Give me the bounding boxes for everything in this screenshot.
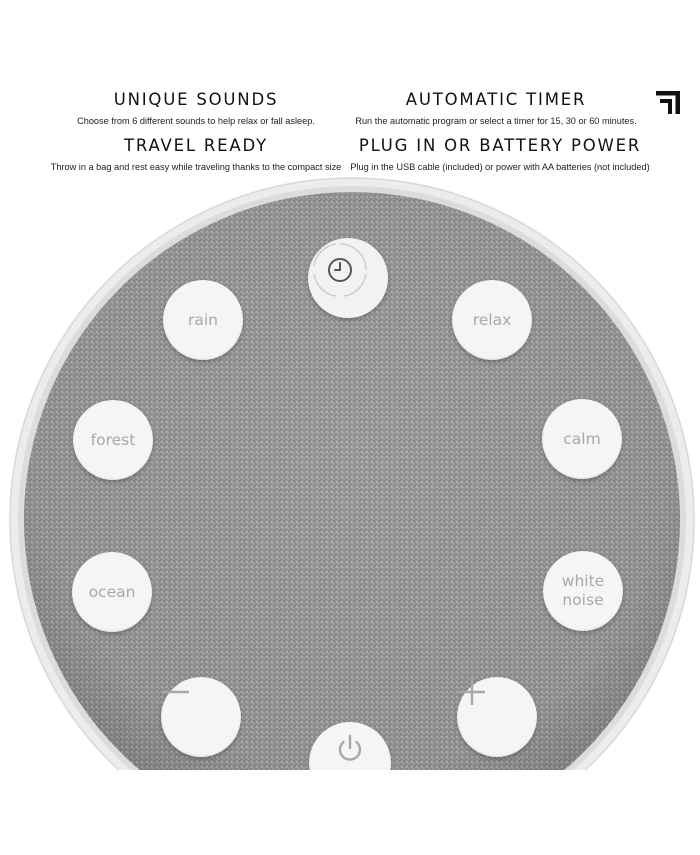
forest-button[interactable]: forest bbox=[73, 400, 153, 480]
minus-icon bbox=[163, 690, 189, 694]
calm-button[interactable]: calm bbox=[542, 399, 622, 479]
timer-button[interactable] bbox=[308, 238, 388, 318]
button-label: forest bbox=[90, 430, 136, 449]
relax-button[interactable]: relax bbox=[452, 280, 532, 360]
feature-power-options: PLUG IN OR BATTERY POWER Plug in the USB… bbox=[330, 136, 670, 173]
ocean-button[interactable]: ocean bbox=[72, 552, 152, 632]
feature-travel-ready: TRAVEL READY Throw in a bag and rest eas… bbox=[26, 136, 366, 173]
feature-description: Choose from 6 different sounds to help r… bbox=[77, 116, 315, 126]
brand-logo-icon bbox=[656, 91, 680, 114]
feature-title: AUTOMATIC TIMER bbox=[405, 90, 587, 109]
feature-description: Run the automatic program or select a ti… bbox=[355, 116, 637, 126]
white-noise-button[interactable]: white noise bbox=[543, 551, 623, 631]
button-label-line: white bbox=[561, 572, 605, 590]
volume-down-button[interactable] bbox=[161, 677, 241, 757]
volume-up-button[interactable] bbox=[457, 677, 537, 757]
rain-button[interactable]: rain bbox=[163, 280, 243, 360]
button-label: relax bbox=[472, 310, 512, 329]
button-label: rain bbox=[187, 310, 218, 329]
plus-icon bbox=[459, 679, 485, 705]
button-label: calm bbox=[563, 429, 601, 448]
power-icon bbox=[338, 734, 362, 761]
feature-automatic-timer: AUTOMATIC TIMER Run the automatic progra… bbox=[326, 90, 666, 127]
feature-description: Throw in a bag and rest easy while trave… bbox=[50, 162, 342, 172]
feature-title: UNIQUE SOUNDS bbox=[113, 90, 279, 109]
device-body bbox=[9, 177, 695, 770]
feature-unique-sounds: UNIQUE SOUNDS Choose from 6 different so… bbox=[26, 90, 366, 127]
button-label: white noise bbox=[562, 572, 604, 610]
feature-title: PLUG IN OR BATTERY POWER bbox=[358, 136, 642, 155]
clock-icon bbox=[313, 243, 367, 297]
button-label: ocean bbox=[88, 582, 136, 601]
feature-description: Plug in the USB cable (included) or powe… bbox=[350, 162, 650, 172]
sound-machine: rain relax forest calm ocean white noise bbox=[9, 177, 695, 770]
button-label-line: noise bbox=[562, 591, 604, 609]
feature-title: TRAVEL READY bbox=[124, 136, 268, 155]
